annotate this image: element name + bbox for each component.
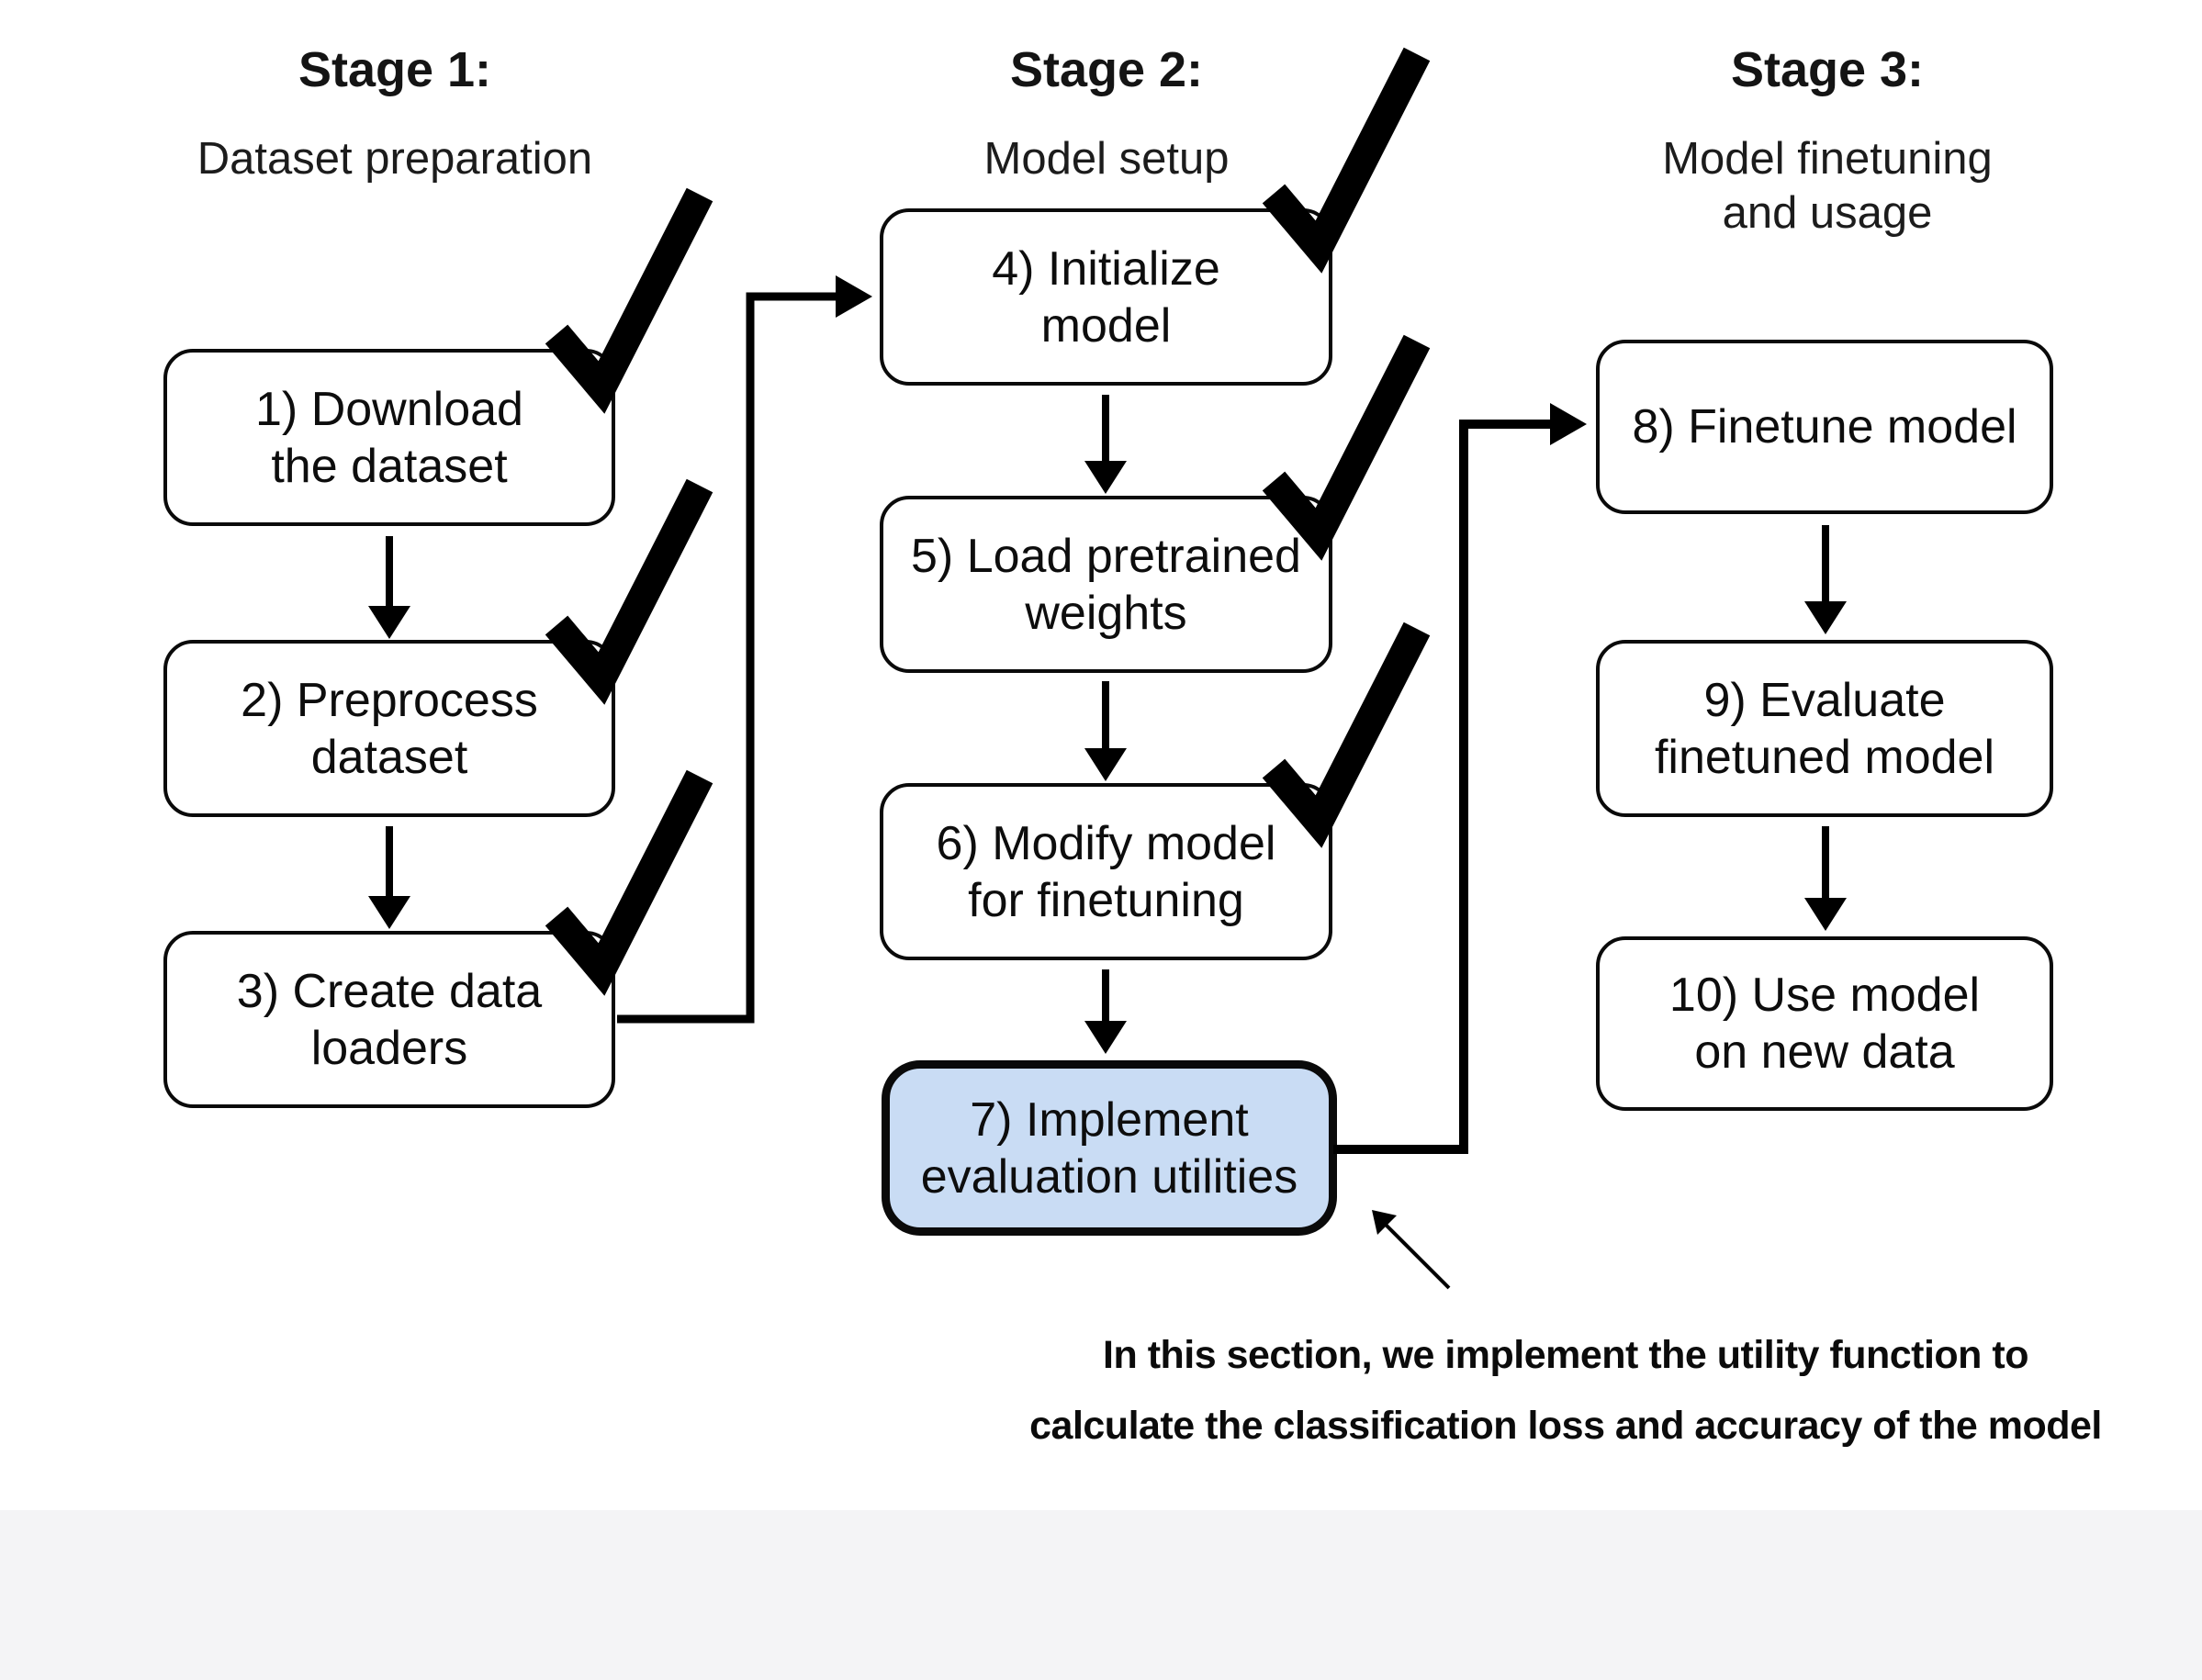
stage1-subtitle: Dataset preparation	[197, 134, 593, 184]
arrow-down-icon	[1084, 681, 1127, 781]
annotation-pointer-arrow	[1372, 1210, 1451, 1290]
step-box-9-evaluate-finetuned-model: 9) Evaluate finetuned model	[1596, 640, 2053, 817]
step-box-1-download-dataset: 1) Download the dataset	[163, 349, 615, 526]
arrow-down-icon	[1084, 969, 1127, 1054]
stage3-subtitle: Model finetuning and usage	[1662, 134, 1993, 238]
step-box-2-preprocess-dataset: 2) Preprocess dataset	[163, 640, 615, 817]
step-box-8-finetune-model: 8) Finetune model	[1596, 340, 2053, 514]
connector-stage1-to-stage2	[617, 275, 872, 1024]
arrow-down-icon	[1084, 395, 1127, 494]
arrow-down-icon	[1804, 826, 1847, 931]
arrow-down-icon	[368, 826, 410, 929]
step-box-3-create-data-loaders: 3) Create data loaders	[163, 931, 615, 1108]
stage1-title: Stage 1:	[298, 42, 492, 97]
step-box-5-load-pretrained-weights: 5) Load pretrained weights	[880, 496, 1332, 673]
stage2-heading: Stage 2: Model setup	[863, 7, 1350, 219]
step-box-10-use-model: 10) Use model on new data	[1596, 936, 2053, 1111]
annotation-text: In this section, we implement the utilit…	[1029, 1333, 2102, 1448]
arrow-down-icon	[368, 536, 410, 639]
stage1-heading: Stage 1: Dataset preparation	[92, 7, 698, 219]
step-box-4-initialize-model: 4) Initialize model	[880, 208, 1332, 386]
stage3-title: Stage 3:	[1730, 42, 1925, 97]
caption-strip: 图 6.13 展示了本章 LLM 分类微调的三阶段流程。本节将实现第二阶段的最后…	[0, 1510, 2202, 1680]
connector-stage2-to-stage3	[1333, 403, 1587, 1154]
arrow-down-icon	[1804, 525, 1847, 634]
step-box-7-implement-evaluation-utilities: 7) Implement evaluation utilities	[882, 1060, 1337, 1236]
stage3-heading: Stage 3: Model finetuning and usage	[1561, 7, 2094, 274]
step-box-6-modify-model: 6) Modify model for finetuning	[880, 783, 1332, 960]
stage2-title: Stage 2:	[1009, 42, 1204, 97]
stage2-subtitle: Model setup	[983, 134, 1230, 184]
